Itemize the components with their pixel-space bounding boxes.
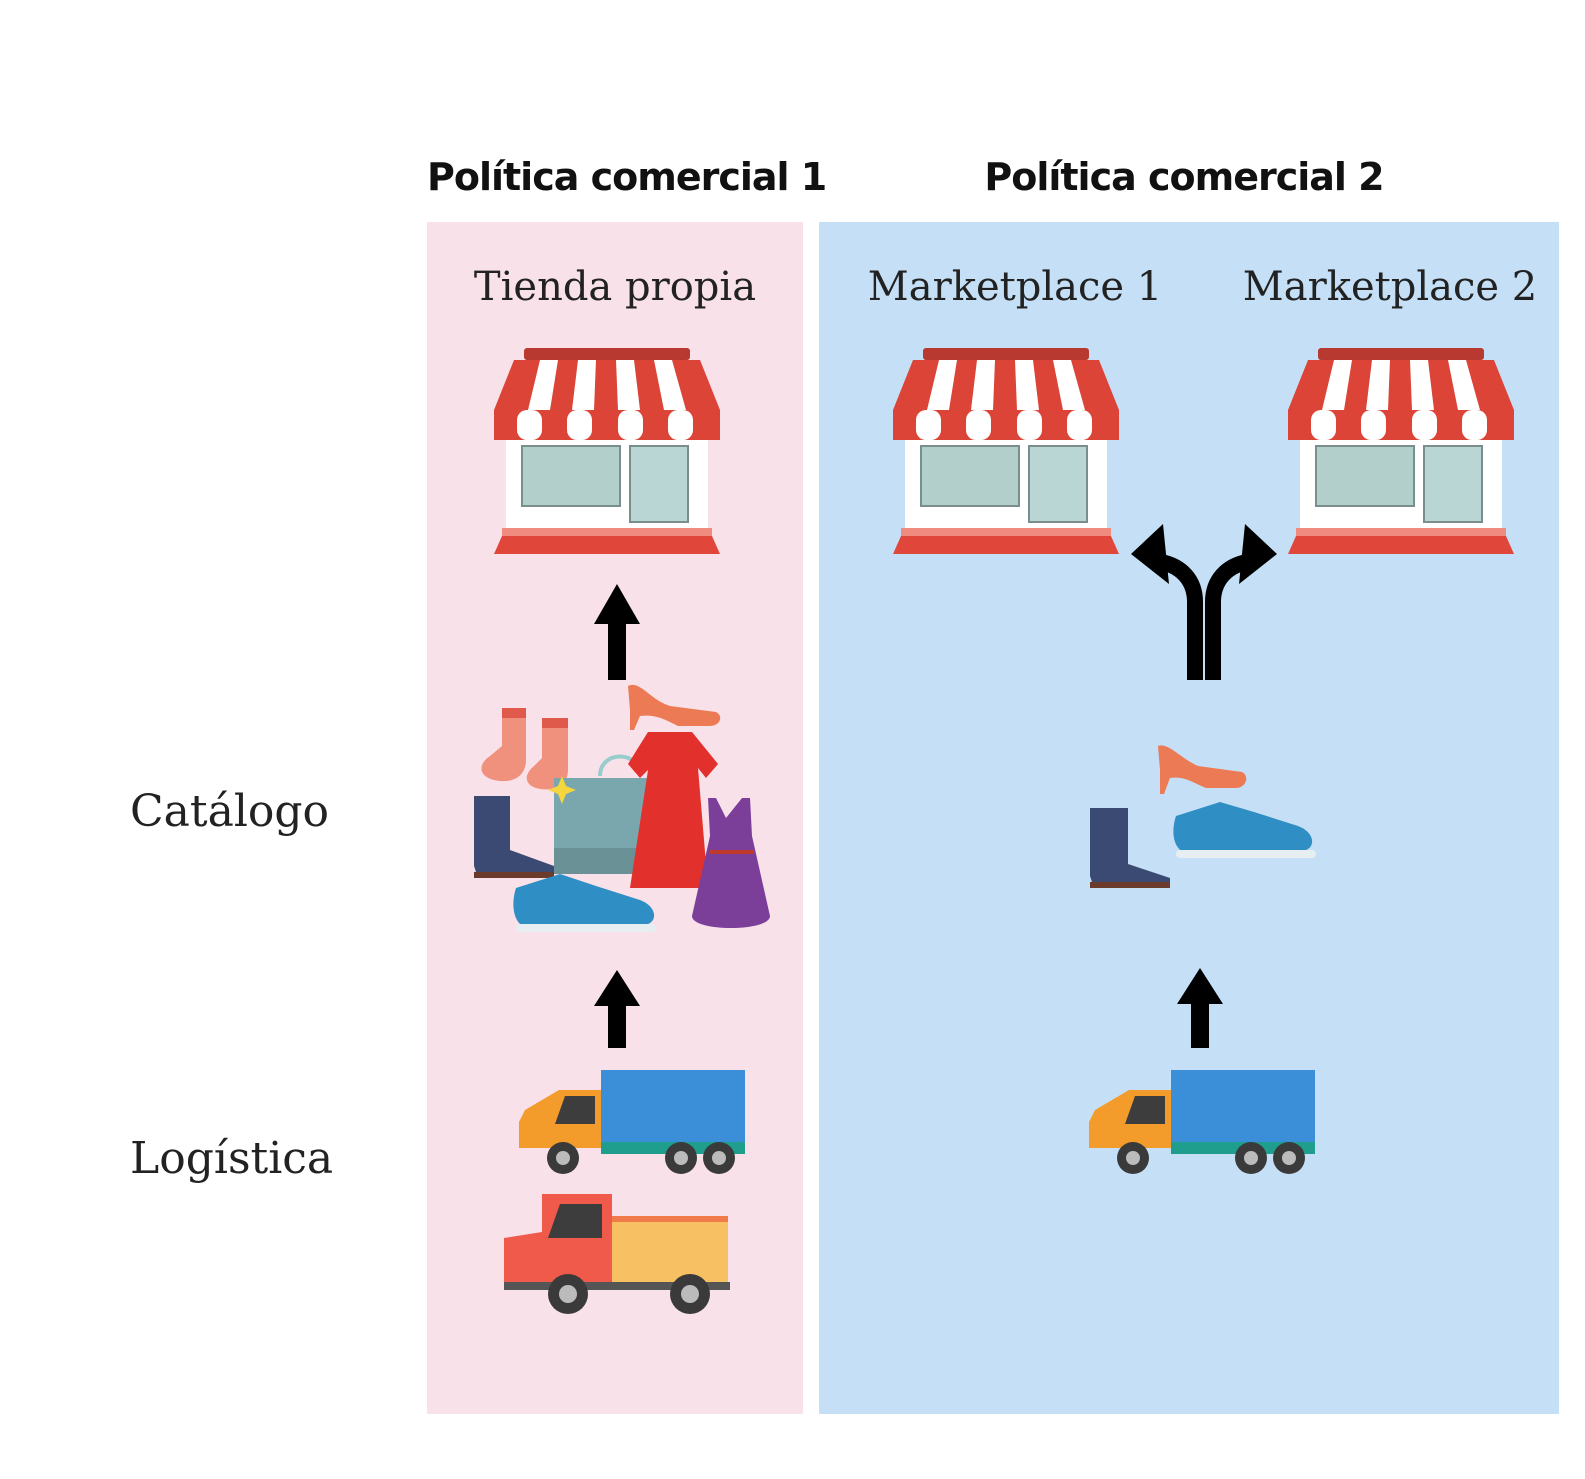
policy-1-title: Política comercial 1 [427, 155, 827, 199]
clothes-icon [474, 684, 770, 932]
policy-2-title: Política comercial 2 [984, 155, 1384, 199]
store-icon [893, 348, 1119, 554]
store-icon [1288, 348, 1514, 554]
pickup-truck-icon [504, 1194, 730, 1314]
container-truck-icon [519, 1070, 745, 1174]
channel-label-marketplace-2: Marketplace 2 [1242, 264, 1538, 310]
fork-arrow-icon [1131, 524, 1277, 680]
container-truck-icon [1089, 1070, 1315, 1174]
shoes-icon [1090, 745, 1316, 888]
row-label-catalog: Catálogo [130, 786, 330, 837]
channel-label-marketplace-1: Marketplace 1 [867, 264, 1163, 310]
arrow-up-icon [594, 584, 640, 680]
store-icon [494, 348, 720, 554]
arrow-up-icon [594, 970, 640, 1048]
channel-label-own-store: Tienda propia [473, 264, 757, 310]
arrow-up-icon [1177, 968, 1223, 1048]
row-label-logistics: Logística [130, 1133, 334, 1184]
